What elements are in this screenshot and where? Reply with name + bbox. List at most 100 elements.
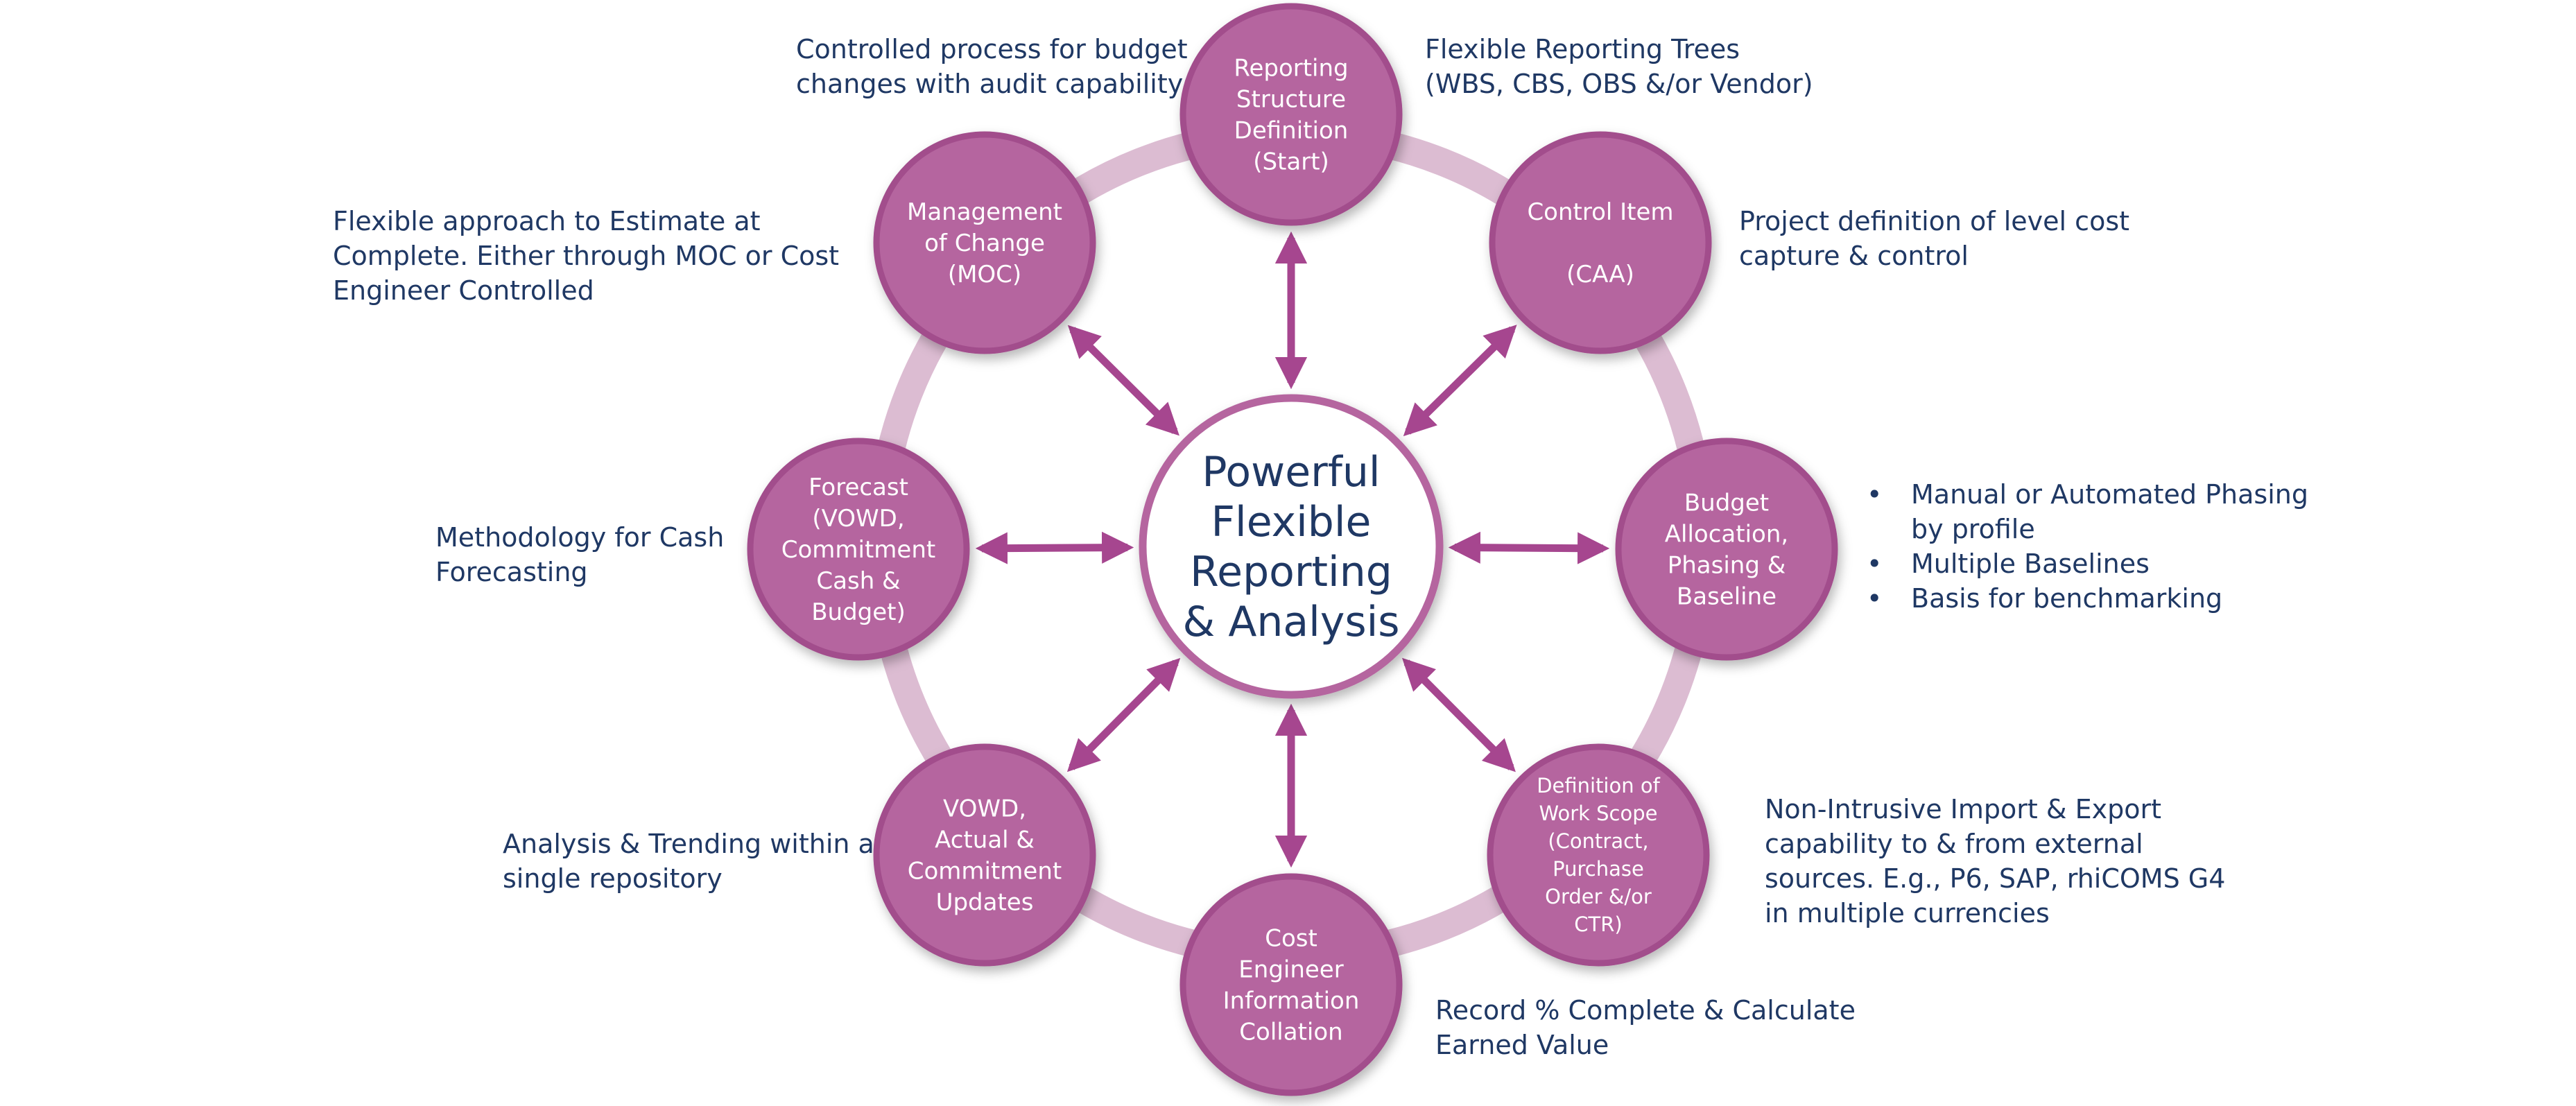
bullet-text-continued: by profile [1911,514,2035,544]
node-label-line: Updates [936,889,1034,917]
desc-line: Earned Value [1435,1030,1609,1060]
node-label-line: Management [907,198,1062,226]
desc-line: capture & control [1739,241,1969,271]
node-label-line: Budget [1684,490,1769,517]
node-control-item: Control Item (CAA) [1489,131,1712,354]
desc-forecast: Methodology for Cash Forecasting [435,520,724,589]
node-label-line: Definition [1234,117,1349,145]
node-circle [1179,873,1403,1096]
desc-vowd-actual: Analysis & Trending within a single repo… [503,827,874,896]
center-circle [1139,394,1444,699]
center-title-line: Flexible [1211,498,1372,546]
node-label-line: Work Scope [1539,802,1658,825]
node-label-line: (CAA) [1566,261,1634,288]
center-title-line: & Analysis [1182,598,1399,646]
desc-budget-allocation: Manual or Automated Phasing by profile M… [1867,477,2308,616]
node-label-line: Phasing & [1668,552,1786,580]
desc-line: Project definition of level cost [1739,206,2130,236]
node-label-line: Baseline [1677,583,1777,611]
node-label-line: Cash & [816,567,900,595]
desc-line: changes with audit capability [796,69,1184,99]
desc-line: (WBS, CBS, OBS &/or Vendor) [1425,69,1813,99]
bullet-text: Multiple Baselines [1911,548,2150,579]
arrow-management-of-change [1067,325,1179,436]
node-label: Management of Change (MOC) [907,198,1062,288]
desc-line: single repository [503,863,723,894]
node-label-line: Commitment [781,536,935,564]
desc-control-item: Project definition of level cost capture… [1739,204,2129,273]
desc-cost-engineer: Record % Complete & Calculate Earned Val… [1435,993,1856,1062]
desc-change-control: Controlled process for budget changes wi… [796,32,1188,101]
desc-line: Flexible approach to Estimate at [333,206,761,236]
arrow-vowd-actual [1066,657,1181,772]
desc-line: Controlled process for budget [796,34,1188,64]
node-label-line: Cost [1265,925,1317,953]
node-label-line: Definition of [1537,774,1660,797]
node-label-line: VOWD, [943,795,1026,823]
arrow-control-item [1403,325,1517,437]
center-title-line: Powerful [1202,448,1380,496]
node-circle [747,438,970,661]
node-label-line: Reporting [1234,55,1348,83]
node-label-line: Actual & [935,827,1035,854]
desc-line: Non-Intrusive Import & Export [1765,794,2161,824]
node-label: Control Item (CAA) [1527,198,1673,288]
node-label-line: (MOC) [948,261,1021,288]
desc-line: in multiple currencies [1765,898,2050,928]
bullet-text: Manual or Automated Phasing [1911,479,2308,510]
bullet-item: Basis for benchmarking [1867,581,2308,616]
node-label-line: Budget) [811,598,906,626]
desc-line: Record % Complete & Calculate [1435,995,1856,1026]
node-label-line: Control Item [1527,198,1673,226]
node-label-line: (Start) [1253,148,1329,176]
bullet-item: Multiple Baselines [1867,546,2308,581]
bullet-item: Manual or Automated Phasing by profile [1867,477,2308,546]
desc-line: Engineer Controlled [333,275,594,306]
desc-line: Analysis & Trending within a [503,829,874,859]
node-label-line: (VOWD, [812,505,904,533]
node-label-line: (Contract, [1548,829,1648,853]
node-label: Definition of Work Scope (Contract, Purchas… [1537,774,1660,936]
arrow-definition-of-work-scope [1401,657,1516,772]
node-label-line: Collation [1239,1019,1342,1046]
desc-line: Methodology for Cash [435,522,725,553]
node-label-line: Order &/or [1545,885,1652,908]
connector-arrows [975,231,1610,868]
center-title-line: Reporting [1190,548,1392,596]
node-label-line: Structure [1236,86,1346,114]
node-circle [1615,438,1838,661]
node-label-line: Purchase [1553,857,1644,881]
node-label-line: CTR) [1574,913,1622,936]
node-circle [1179,3,1403,226]
desc-work-scope: Non-Intrusive Import & Export capability… [1765,792,2225,931]
node-circle [1489,131,1712,354]
node-management-of-change: Management of Change (MOC) [873,131,1096,354]
node-circle [1487,743,1710,967]
desc-reporting-structure: Flexible Reporting Trees (WBS, CBS, OBS … [1425,32,1813,101]
desc-line: Flexible Reporting Trees [1425,34,1740,64]
desc-line: sources. E.g., P6, SAP, rhiCOMS G4 [1765,863,2226,894]
node-label-line: of Change [924,230,1045,257]
desc-management-of-change: Flexible approach to Estimate at Complet… [333,204,839,308]
node-label-line: Information [1223,987,1360,1015]
node-label-line: Engineer [1238,956,1343,984]
node-label-line: Allocation, [1665,521,1788,548]
node-label-line: Commitment [908,858,1062,885]
desc-line: Complete. Either through MOC or Cost [333,241,840,271]
node-circle [873,131,1096,354]
bullet-text: Basis for benchmarking [1911,583,2223,614]
node-circle [873,743,1096,967]
